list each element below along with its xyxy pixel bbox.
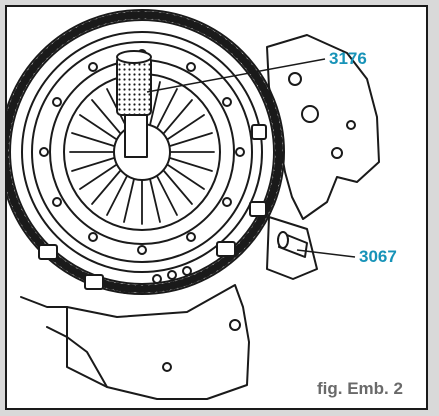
leader-line-3176	[146, 58, 326, 93]
figure-frame: 3176 3067 fig. Emb. 2	[5, 5, 428, 410]
cover-hole	[39, 147, 49, 157]
lower-bracket	[66, 284, 250, 400]
flywheel-hole	[120, 284, 130, 294]
centering-tool-knurl	[116, 56, 152, 116]
locking-pin-head	[277, 231, 289, 249]
cover-hole	[222, 197, 232, 207]
flywheel-hole	[182, 266, 192, 276]
cover-hole	[235, 147, 245, 157]
cover-hole	[52, 197, 62, 207]
cover-hole	[222, 97, 232, 107]
callout-3067: 3067	[359, 247, 397, 266]
callout-3176: 3176	[329, 49, 367, 68]
cover-hole	[137, 245, 147, 255]
pressure-plate-rim	[31, 41, 253, 263]
flywheel-hole	[167, 270, 177, 280]
flywheel	[7, 9, 285, 295]
figure-caption: fig. Emb. 2	[317, 379, 403, 398]
pressure-plate-cover	[21, 31, 263, 273]
bracket-edge	[20, 296, 68, 308]
flywheel-bolts	[38, 124, 267, 290]
centering-tool-top	[116, 50, 152, 64]
cover-hole	[88, 232, 98, 242]
ring-gear-teeth	[7, 11, 283, 293]
pin-bracket	[266, 216, 318, 280]
housing-hole	[288, 72, 302, 86]
housing-hole	[346, 120, 356, 130]
cover-hole	[52, 97, 62, 107]
bracket-edge	[46, 326, 108, 388]
leader-line-3067	[296, 249, 356, 258]
bracket-hole	[162, 362, 172, 372]
cover-hole	[88, 62, 98, 72]
cover-hole	[186, 232, 196, 242]
cover-hole	[186, 62, 196, 72]
flywheel-hole	[137, 283, 147, 293]
housing-hole	[301, 105, 319, 123]
clutch-assembly-drawing	[7, 9, 380, 400]
flywheel-hole	[152, 274, 162, 284]
housing-hole	[331, 147, 343, 159]
bracket-hole	[229, 319, 241, 331]
